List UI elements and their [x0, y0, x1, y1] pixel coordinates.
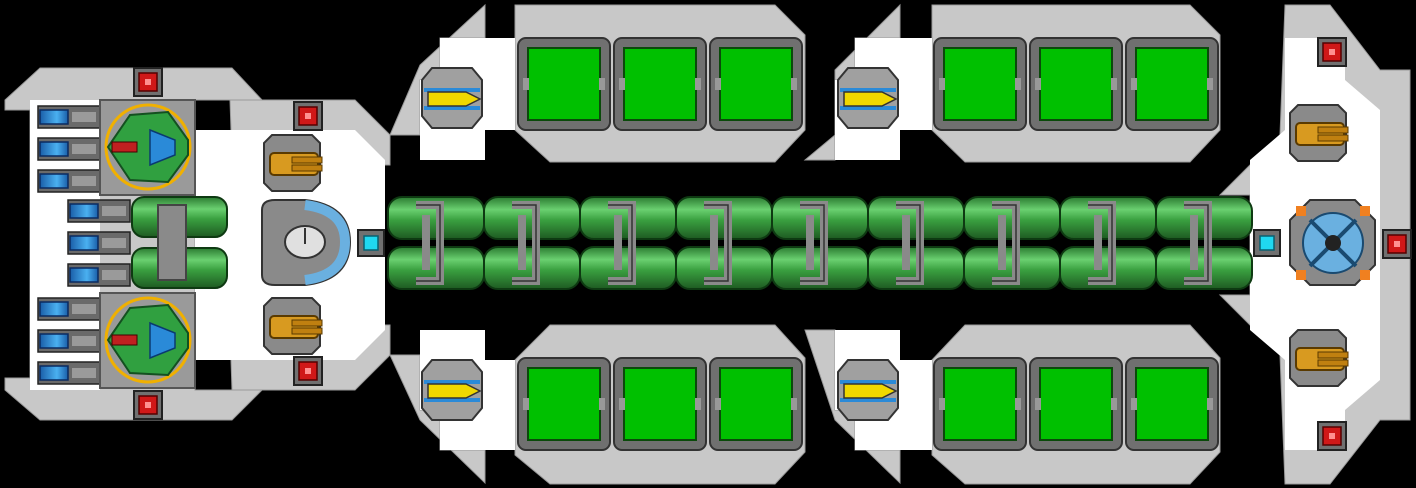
ring-module — [483, 196, 581, 290]
missile-launchers — [421, 67, 899, 421]
red-node-icon — [1382, 229, 1412, 259]
ring-module — [771, 196, 869, 290]
turret-icon — [263, 297, 323, 355]
ring-module — [963, 196, 1061, 290]
cargo-bay-icon — [517, 37, 611, 131]
cargo-bay-icon — [709, 37, 803, 131]
cargo-bay-icon — [1125, 357, 1219, 451]
turret-icon — [1289, 104, 1349, 162]
thruster-array — [37, 105, 131, 385]
cargo-bay-icon — [1029, 357, 1123, 451]
cargo-bay-icon — [613, 357, 707, 451]
red-node-icon — [293, 101, 323, 131]
missile-launcher-icon — [837, 67, 899, 129]
thruster-icon — [37, 361, 101, 385]
red-node-icon — [1317, 421, 1347, 451]
cargo-bay-icon — [613, 37, 707, 131]
ring-module — [1155, 196, 1253, 290]
engine-pod-top — [99, 99, 196, 196]
cargo-bay-icon — [709, 357, 803, 451]
thruster-icon — [37, 169, 101, 193]
turret-icon — [1289, 329, 1349, 387]
thruster-icon — [37, 297, 101, 321]
thruster-icon — [67, 231, 131, 255]
ring-module — [1059, 196, 1157, 290]
turret-icon — [263, 134, 323, 192]
cyan-node-icon — [357, 229, 385, 257]
engine-pod-bottom — [99, 292, 196, 389]
thruster-icon — [37, 329, 101, 353]
cargo-bay-icon — [517, 357, 611, 451]
thruster-icon — [37, 137, 101, 161]
red-node-icon — [133, 67, 163, 97]
red-node-icon — [293, 356, 323, 386]
thruster-icon — [37, 105, 101, 129]
red-node-icon — [1317, 37, 1347, 67]
cargo-bay-icon — [1029, 37, 1123, 131]
cargo-bay-icon — [1125, 37, 1219, 131]
ring-module — [579, 196, 677, 290]
red-nodes — [133, 37, 1412, 451]
command-dome-icon — [261, 199, 352, 286]
cargo-bays — [517, 37, 1219, 451]
ring-module — [387, 196, 485, 290]
ring-module — [675, 196, 773, 290]
cargo-bay-icon — [933, 37, 1027, 131]
shield-generator-icon — [1289, 199, 1376, 286]
aft-tube — [131, 196, 228, 289]
ring-spine — [387, 196, 1253, 290]
missile-launcher-icon — [421, 67, 483, 129]
cargo-bay-icon — [933, 357, 1027, 451]
thruster-icon — [67, 199, 131, 223]
cyan-node-icon — [1253, 229, 1281, 257]
thruster-icon — [67, 263, 131, 287]
red-node-icon — [133, 390, 163, 420]
ring-module — [867, 196, 965, 290]
missile-launcher-icon — [837, 359, 899, 421]
missile-launcher-icon — [421, 359, 483, 421]
turrets — [263, 104, 1349, 387]
